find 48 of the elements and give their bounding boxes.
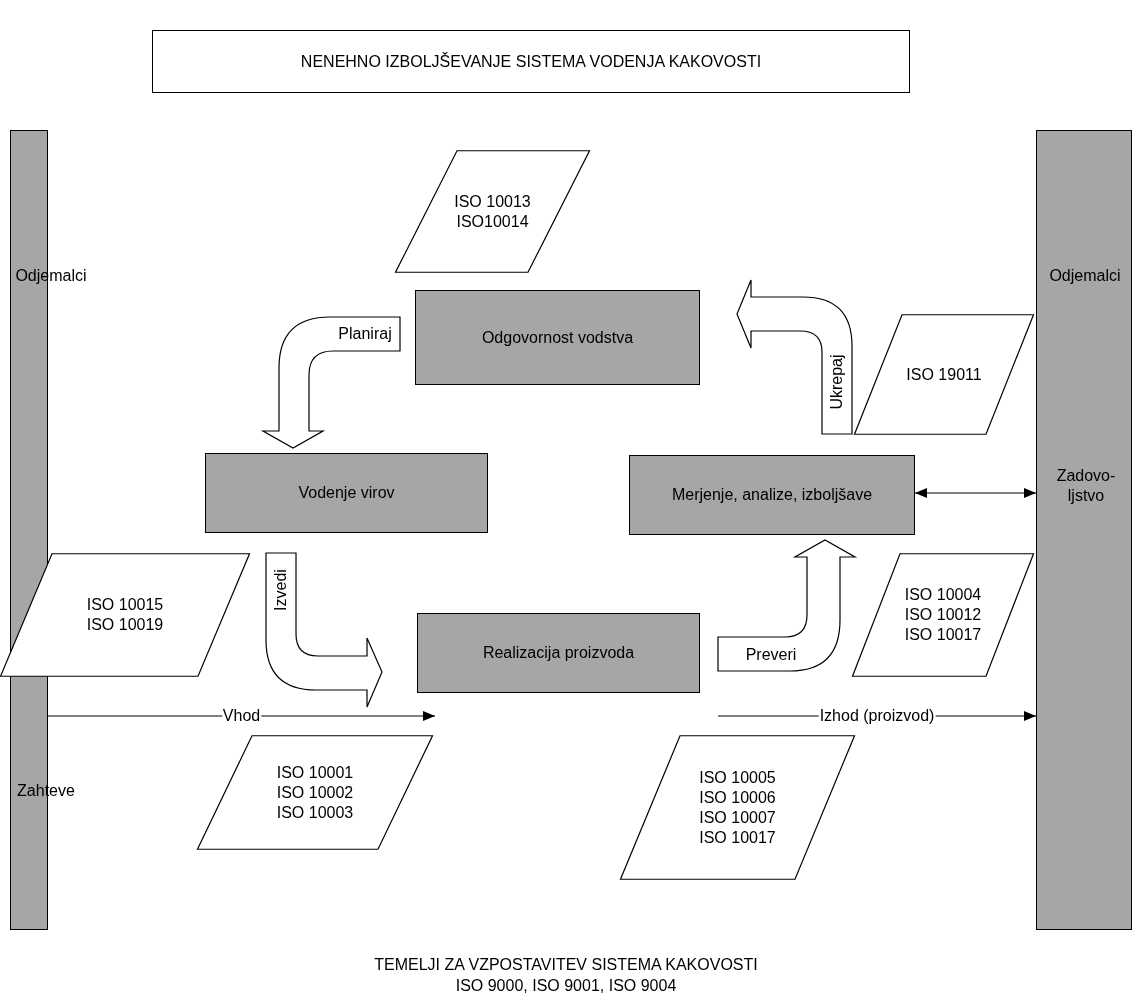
data-parallelogram xyxy=(197,735,433,850)
edge-label: Ukrepaj xyxy=(829,353,845,411)
node-label: Odgovornost vodstva xyxy=(481,327,634,348)
node-label: ISO 10003 xyxy=(276,802,354,823)
node-label: Realizacija proizvoda xyxy=(482,643,635,663)
process-box xyxy=(629,455,915,535)
data-parallelogram xyxy=(620,735,855,880)
node-label: ISO 10013 xyxy=(454,191,531,212)
node-label: Merjenje, analize, izboljšave xyxy=(671,485,873,505)
node-label: ISO 19011 xyxy=(906,364,982,385)
footer-text: ISO 9000, ISO 9001, ISO 9004 xyxy=(454,976,678,995)
data-parallelogram xyxy=(395,150,590,273)
node-label: ISO 10012 xyxy=(904,605,982,625)
banner-box xyxy=(152,30,910,93)
block-arrow xyxy=(265,552,383,708)
arrow xyxy=(914,488,1037,498)
edge-label: Vhod xyxy=(221,708,262,724)
side-bar xyxy=(1036,130,1132,930)
node-label: ISO 10006 xyxy=(699,787,776,808)
block-arrow xyxy=(717,539,856,672)
block-arrow xyxy=(262,316,401,449)
node-label: NENEHNO IZBOLJŠEVANJE SISTEMA VODENJA KAKOVOSTI xyxy=(300,51,762,72)
node-label: ISO 10007 xyxy=(699,807,776,828)
edge-label: Preveri xyxy=(744,647,798,663)
edge-label: Planiraj xyxy=(337,326,393,342)
process-box xyxy=(417,613,700,693)
process-box xyxy=(415,290,700,385)
node-label: ISO 10017 xyxy=(904,625,982,645)
node-label: ISO 10017 xyxy=(699,827,776,848)
node-label: ISO 10005 xyxy=(699,767,776,788)
edge-label: Izhod (proizvod) xyxy=(818,708,936,724)
node-label: ISO 10004 xyxy=(904,585,982,605)
arrow xyxy=(47,711,436,721)
bar-label: Odjemalci xyxy=(1048,266,1122,286)
node-label: Vodenje virov xyxy=(298,483,395,503)
node-label: ISO10014 xyxy=(456,211,529,232)
data-parallelogram xyxy=(852,553,1034,677)
node-label: ISO 10015 xyxy=(86,595,164,615)
edge-label: Izvedi xyxy=(273,568,289,612)
node-label: ISO 10002 xyxy=(276,782,354,803)
data-parallelogram xyxy=(0,553,250,677)
process-box xyxy=(205,453,488,533)
footer-text: TEMELJI ZA VZPOSTAVITEV SISTEMA KAKOVOSTI xyxy=(373,955,759,975)
data-parallelogram xyxy=(854,314,1034,435)
bar-label: Zadovo-ljstvo xyxy=(1055,466,1117,506)
block-arrow xyxy=(736,279,853,435)
node-label: ISO 10001 xyxy=(276,762,354,783)
node-label: ISO 10019 xyxy=(86,615,164,635)
